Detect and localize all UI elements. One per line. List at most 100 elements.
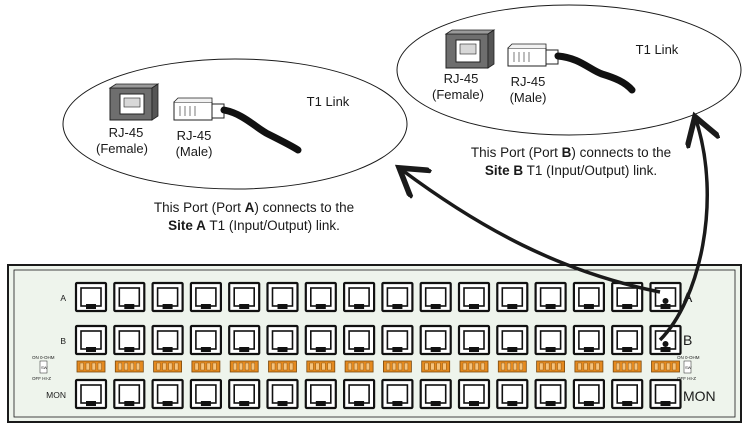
dip-switch-4[interactable] (191, 360, 221, 373)
port-row-mon (74, 378, 682, 410)
site-b-callout: RJ-45 (Female) RJ-45 (Male) T1 Link (396, 4, 742, 136)
rj45-port-a-14[interactable] (572, 281, 606, 313)
rj45-port-b-9[interactable] (381, 324, 414, 356)
dip-switch-11[interactable] (459, 360, 489, 373)
rj45-port-a-11[interactable] (457, 281, 491, 313)
rj45-male-plug-icon (507, 43, 559, 67)
rj45-port-mon-2[interactable] (113, 378, 146, 410)
switch-legend-on-label: ON 0-OHM (32, 355, 55, 360)
rj45-port-b-10[interactable] (419, 324, 452, 356)
dip-switch-2[interactable] (114, 360, 144, 373)
rj45-port-b-15[interactable] (611, 324, 644, 356)
switch-legend-on-label: ON 0-OHM (677, 355, 700, 360)
rj45-port-a-6[interactable] (266, 281, 299, 313)
site-b-ellipse (396, 4, 742, 136)
arrow-port-b-to-site-b (658, 120, 707, 342)
site-a-ellipse (62, 58, 408, 190)
patch-panel: A B MON A B MON ON 0-OHM SW OFF HI-Z ON … (7, 264, 742, 423)
port-row-b (74, 324, 682, 356)
dip-switch-7[interactable] (306, 360, 336, 373)
dip-switch-9[interactable] (382, 360, 412, 373)
row-mon-left-label: MON (46, 390, 66, 400)
rj45-port-a-1[interactable] (74, 281, 108, 313)
dip-switch-8[interactable] (344, 360, 374, 373)
dip-switch-14[interactable] (574, 360, 604, 373)
rj45-port-b-2[interactable] (113, 324, 146, 356)
rj45-port-mon-16[interactable] (649, 378, 682, 410)
dip-switch-16[interactable] (651, 360, 680, 373)
rj45-port-a-8[interactable] (343, 281, 376, 313)
dip-switch-12[interactable] (497, 360, 527, 373)
rj45-port-mon-15[interactable] (611, 378, 644, 410)
rj45-port-mon-12[interactable] (496, 378, 529, 410)
rj45-port-mon-7[interactable] (304, 378, 337, 410)
switch-legend-sw-label: SW (41, 365, 48, 370)
site-b-cable (554, 52, 636, 94)
rj45-port-b-3[interactable] (151, 324, 184, 356)
dip-switch-13[interactable] (536, 360, 565, 373)
rj45-port-a-5[interactable] (228, 281, 261, 313)
rj45-port-mon-11[interactable] (457, 378, 491, 410)
rj45-port-b-7[interactable] (304, 324, 337, 356)
switch-row (76, 360, 680, 373)
switch-legend-off-label: OFF HI-Z (677, 376, 696, 381)
site-a-description-line1: This Port (Port A) connects to the (154, 200, 354, 215)
switch-legend-left: ON 0-OHM SW OFF HI-Z (32, 355, 55, 381)
arrow-port-a-to-site-a (402, 170, 661, 294)
switch-legend-box (683, 360, 692, 374)
rj45-port-mon-4[interactable] (189, 378, 222, 410)
rj45-port-mon-6[interactable] (266, 378, 299, 410)
rj45-port-mon-5[interactable] (228, 378, 261, 410)
port-row-a (74, 281, 682, 313)
rj45-port-mon-9[interactable] (381, 378, 414, 410)
site-b-description-line1: This Port (Port B) connects to the (471, 145, 671, 160)
row-b-right-label: B (683, 332, 692, 348)
rj45-port-mon-13[interactable] (534, 378, 567, 410)
rj45-port-b-16[interactable] (649, 324, 682, 356)
dip-switch-15[interactable] (612, 360, 642, 373)
site-a-male-sub: (Male) (176, 144, 213, 159)
rj45-port-a-7[interactable] (304, 281, 337, 313)
rj45-port-b-13[interactable] (534, 324, 567, 356)
rj45-port-mon-1[interactable] (74, 378, 108, 410)
dip-switch-6[interactable] (268, 360, 297, 373)
rj45-port-a-3[interactable] (151, 281, 184, 313)
dip-switch-1[interactable] (76, 360, 106, 373)
site-a-female-sub: (Female) (96, 141, 148, 156)
rj45-port-a-13[interactable] (534, 281, 567, 313)
switch-legend-right: ON 0-OHM SW OFF HI-Z (677, 355, 700, 381)
dip-switch-5[interactable] (229, 360, 259, 373)
rj45-port-a-4[interactable] (189, 281, 222, 313)
rj45-port-a-15[interactable] (611, 281, 644, 313)
rj45-port-b-4[interactable] (189, 324, 222, 356)
rj45-port-a-2[interactable] (113, 281, 146, 313)
rj45-port-b-6[interactable] (266, 324, 299, 356)
rj45-port-b-11[interactable] (457, 324, 491, 356)
rj45-port-b-12[interactable] (496, 324, 529, 356)
site-a-cable (220, 106, 302, 154)
site-b-link-label: T1 Link (636, 42, 679, 57)
rj45-port-b-8[interactable] (343, 324, 376, 356)
row-mon-right-label: MON (683, 388, 716, 404)
dip-switch-10[interactable] (421, 360, 451, 373)
row-a-left-label: A (60, 293, 66, 303)
rj45-port-a-10[interactable] (419, 281, 452, 313)
rj45-port-a-16[interactable] (649, 281, 682, 313)
site-b-female-sub: (Female) (432, 87, 484, 102)
site-b-description-line2: Site B T1 (Input/Output) link. (485, 163, 657, 178)
rj45-port-mon-8[interactable] (343, 378, 376, 410)
rj45-port-a-12[interactable] (496, 281, 529, 313)
rj45-port-mon-10[interactable] (419, 378, 452, 410)
rj45-port-b-5[interactable] (228, 324, 261, 356)
rj45-female-jack-icon (444, 29, 496, 69)
switch-legend-sw-label: SW (685, 365, 692, 370)
rj45-male-plug-icon (173, 97, 225, 121)
rj45-port-b-14[interactable] (572, 324, 606, 356)
rj45-port-b-1[interactable] (74, 324, 108, 356)
site-a-callout: RJ-45 (Female) RJ-45 (Male) T1 Link (62, 58, 408, 190)
rj45-port-mon-14[interactable] (572, 378, 606, 410)
rj45-port-a-9[interactable] (381, 281, 414, 313)
dip-switch-3[interactable] (153, 360, 183, 373)
rj45-port-mon-3[interactable] (151, 378, 184, 410)
patch-panel-inner (13, 269, 736, 418)
